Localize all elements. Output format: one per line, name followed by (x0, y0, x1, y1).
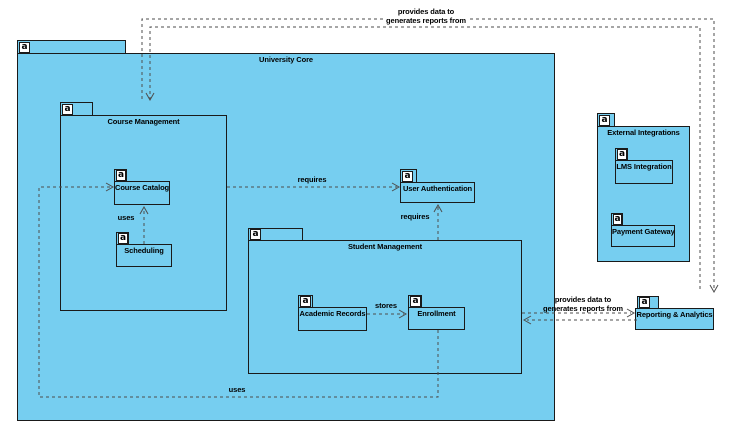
package-payment-gateway[interactable]: Payment Gateway (611, 225, 675, 247)
edge-label-requires: requires (297, 175, 327, 184)
package-user-authentication-tab[interactable]: a (400, 169, 417, 183)
stereotype-badge: a (62, 103, 73, 115)
package-student-management-tab[interactable]: a (248, 228, 303, 241)
stereotype-badge: a (116, 170, 126, 181)
stereotype-badge: a (617, 149, 627, 160)
stereotype-badge: a (300, 296, 311, 307)
edge-label-line: generates reports from (386, 15, 466, 25)
package-user-authentication[interactable]: User Authentication (400, 182, 475, 203)
package-title: Enrollment (417, 309, 456, 318)
package-university-core-tab[interactable]: a (17, 40, 126, 54)
package-title: Student Management (347, 242, 423, 251)
package-course-catalog[interactable]: Course Catalog (114, 181, 170, 205)
package-title: External Integrations (607, 128, 680, 137)
stereotype-badge: a (410, 296, 421, 307)
package-enrollment-tab[interactable]: a (408, 295, 422, 308)
edge-label-uc-reporting: provides data to generates reports from (384, 7, 468, 25)
package-title: University Core (259, 55, 313, 64)
package-reporting-analytics-tab[interactable]: a (637, 296, 659, 309)
stereotype-badge: a (250, 229, 261, 240)
package-title: Payment Gateway (612, 227, 675, 236)
edge-label-uses: uses (117, 213, 135, 222)
package-scheduling[interactable]: Scheduling (116, 244, 172, 267)
package-external-integrations-tab[interactable]: a (597, 113, 615, 127)
stereotype-badge: a (19, 41, 30, 53)
edge-label-line: provides data to (397, 7, 455, 16)
stereotype-badge: a (402, 170, 413, 182)
edge-label-requires: requires (400, 212, 430, 221)
arrowhead-right-icon (626, 308, 636, 318)
stereotype-badge: a (599, 114, 610, 126)
arrowhead-down-icon (709, 284, 719, 294)
package-scheduling-tab[interactable]: a (116, 232, 129, 245)
package-title: Scheduling (124, 246, 164, 255)
package-course-management[interactable]: Course Management (60, 115, 227, 311)
package-payment-gateway-tab[interactable]: a (611, 213, 623, 226)
edge-label-stores: stores (375, 301, 397, 310)
package-academic-records[interactable]: Academic Records (298, 307, 367, 331)
edge-label-line: provides data to (554, 295, 612, 304)
package-lms-integration[interactable]: LMS Integration (615, 160, 673, 184)
package-title: Academic Records (299, 309, 366, 318)
stereotype-badge: a (613, 214, 622, 225)
package-enrollment[interactable]: Enrollment (408, 307, 465, 330)
package-reporting-analytics[interactable]: Reporting & Analytics (635, 308, 714, 330)
package-title: LMS Integration (616, 162, 672, 171)
stereotype-badge: a (639, 297, 650, 308)
edge-label-line: generates reports from (543, 303, 623, 313)
stereotype-badge: a (118, 233, 128, 244)
package-lms-integration-tab[interactable]: a (615, 148, 628, 161)
package-title: Reporting & Analytics (636, 310, 713, 319)
package-course-catalog-tab[interactable]: a (114, 169, 127, 182)
edge-label-uses: uses (228, 385, 246, 394)
package-title: Course Catalog (115, 183, 170, 192)
edge-label-sm-reporting: provides data to generates reports from (543, 295, 623, 313)
package-academic-records-tab[interactable]: a (298, 295, 313, 308)
package-course-management-tab[interactable]: a (60, 102, 93, 116)
package-title: Course Management (107, 117, 180, 126)
package-title: User Authentication (402, 184, 473, 193)
